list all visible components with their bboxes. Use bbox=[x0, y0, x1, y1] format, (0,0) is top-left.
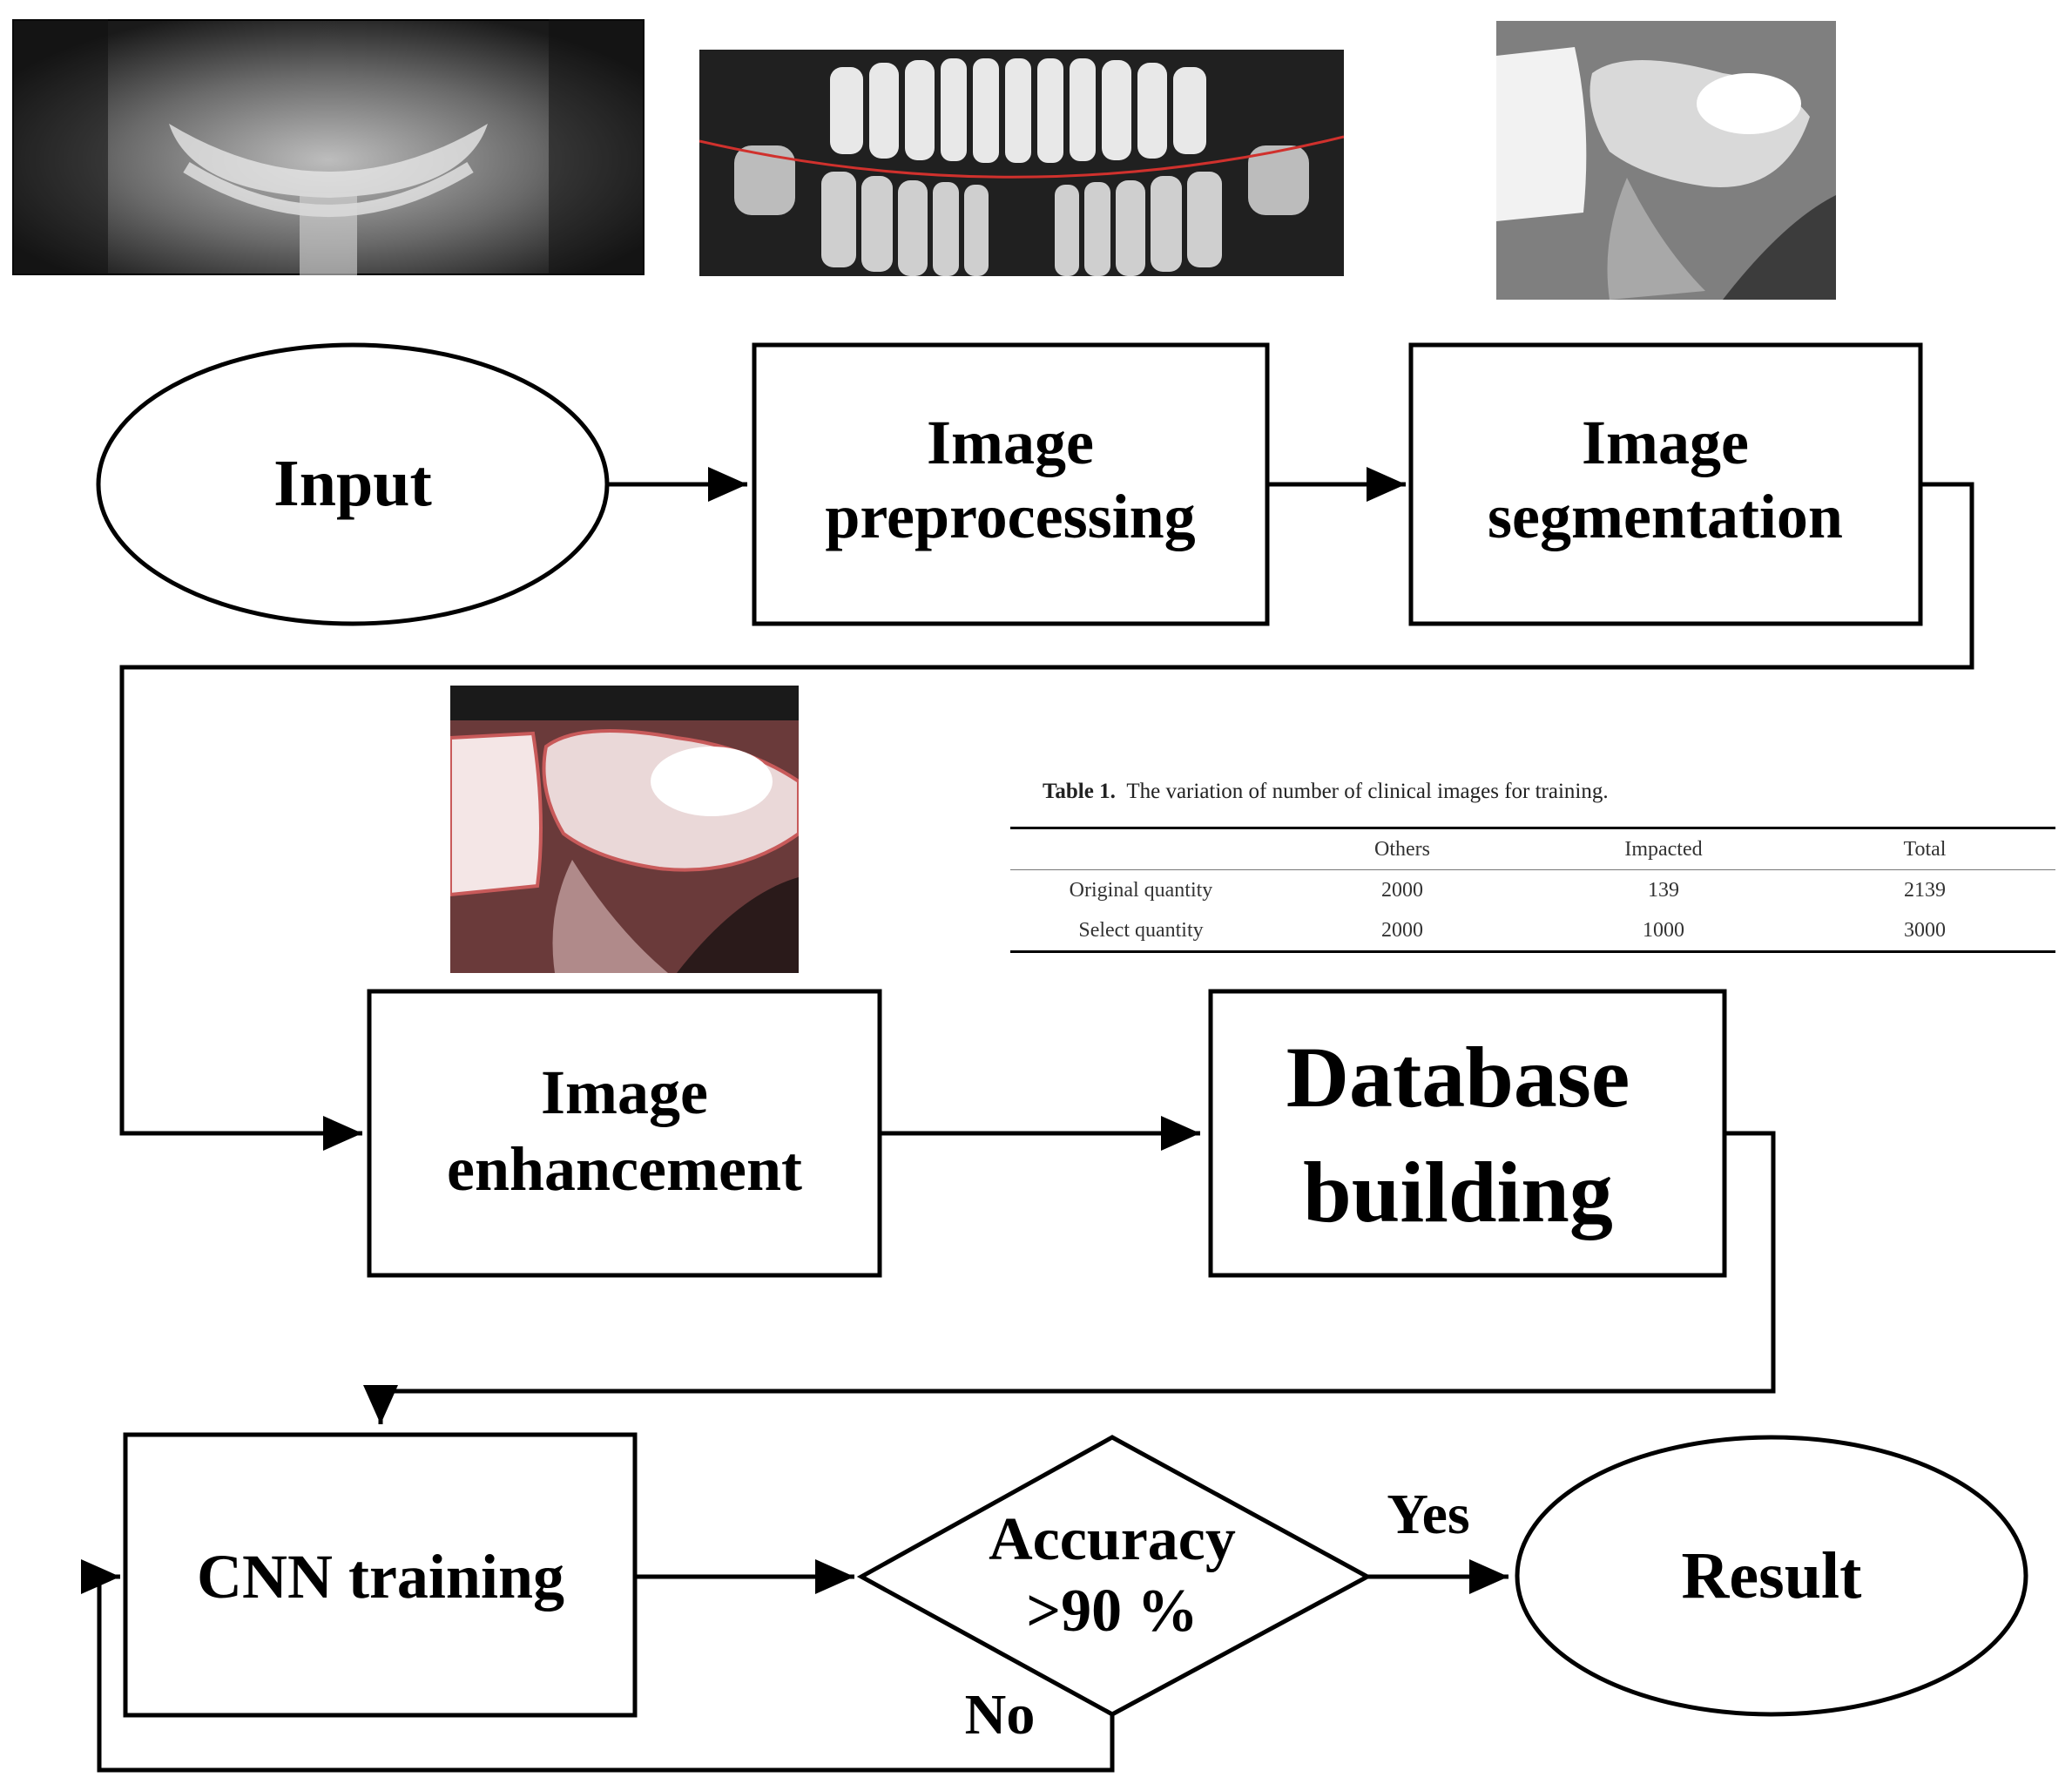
table-cell: 2000 bbox=[1381, 878, 1423, 902]
node-enhancement: Image enhancement bbox=[367, 989, 882, 1278]
table-cell: 3000 bbox=[1904, 918, 1946, 942]
table-1: Table 1. The variation of number of clin… bbox=[1010, 780, 2055, 953]
table-header-others: Others bbox=[1272, 828, 1533, 870]
table-header-empty bbox=[1010, 828, 1272, 870]
table-row: Original quantity 2000 139 2139 bbox=[1010, 870, 2055, 911]
table-cell: 139 bbox=[1648, 878, 1679, 902]
node-decision-line1: Accuracy bbox=[989, 1506, 1236, 1573]
node-decision-line2: >90 % bbox=[1026, 1578, 1198, 1645]
node-cnn-training: CNN training bbox=[123, 1432, 638, 1718]
edge-label-no: No bbox=[965, 1683, 1036, 1747]
node-database-line2: building bbox=[1303, 1144, 1613, 1240]
table-cell: Original quantity bbox=[1069, 878, 1213, 902]
node-input: Input bbox=[96, 342, 610, 626]
table-header-row: Others Impacted Total bbox=[1010, 828, 2055, 870]
panoramic-xray-full bbox=[12, 19, 645, 275]
table-cell: 1000 bbox=[1643, 918, 1684, 942]
node-preprocessing: Image preprocessing bbox=[752, 342, 1270, 626]
edge-label-yes: Yes bbox=[1387, 1483, 1469, 1546]
node-segmentation: Image segmentation bbox=[1408, 342, 1923, 626]
table-caption-label: Table 1. bbox=[1043, 780, 1116, 803]
node-decision: Accuracy >90 % bbox=[856, 1435, 1373, 1717]
node-preprocessing-line2: preprocessing bbox=[825, 482, 1195, 551]
edge-segmentation-to-enhancement bbox=[119, 482, 1974, 1151]
edge-database-to-cnn bbox=[363, 1131, 1776, 1424]
node-enhancement-line2: enhancement bbox=[447, 1134, 802, 1204]
enhanced-tooth-xray bbox=[450, 686, 799, 973]
panoramic-xray-cropped bbox=[699, 50, 1344, 276]
node-database: Database building bbox=[1208, 989, 1727, 1278]
node-result: Result bbox=[1515, 1435, 2028, 1717]
table-header-total: Total bbox=[1794, 828, 2055, 870]
node-cnn-label: CNN training bbox=[197, 1542, 564, 1612]
segmented-tooth-xray bbox=[1496, 21, 1836, 300]
table-caption-text: The variation of number of clinical imag… bbox=[1126, 780, 1609, 803]
node-segmentation-line2: segmentation bbox=[1488, 482, 1843, 551]
table-row: Select quantity 2000 1000 3000 bbox=[1010, 910, 2055, 952]
edge-decision-no-loop bbox=[81, 1559, 1115, 1773]
node-result-label: Result bbox=[1682, 1539, 1862, 1612]
node-segmentation-line1: Image bbox=[1582, 408, 1749, 477]
table-caption: Table 1. The variation of number of clin… bbox=[1043, 780, 2055, 804]
node-preprocessing-line1: Image bbox=[927, 408, 1094, 477]
node-enhancement-line1: Image bbox=[541, 1058, 708, 1127]
table-cell: Select quantity bbox=[1078, 918, 1204, 942]
node-input-label: Input bbox=[273, 447, 432, 520]
table-header-impacted: Impacted bbox=[1533, 828, 1794, 870]
node-database-line1: Database bbox=[1286, 1029, 1630, 1125]
table-cell: 2139 bbox=[1904, 878, 1946, 902]
table-cell: 2000 bbox=[1381, 918, 1423, 942]
connectors bbox=[81, 467, 1974, 1773]
training-images-table: Others Impacted Total Original quantity … bbox=[1010, 827, 2055, 953]
